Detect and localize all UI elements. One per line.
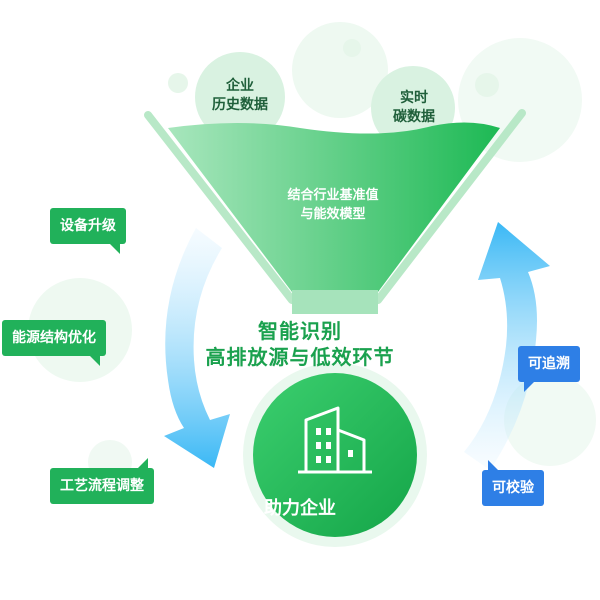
funnel-text: 结合行业基准值 与能效模型 <box>258 186 408 224</box>
bubble-left-line1: 企业 <box>226 78 254 94</box>
bubble-left <box>195 52 285 142</box>
funnel-edge-left <box>144 111 296 304</box>
decor-circle <box>168 73 188 93</box>
building-icon <box>298 406 372 474</box>
arrow-left-down <box>164 228 230 468</box>
tag-energy-structure: 能源结构优化 <box>2 320 106 366</box>
decor-circle <box>504 374 596 466</box>
funnel-body <box>168 122 500 292</box>
funnel-line2: 与能效模型 <box>300 207 366 222</box>
center-label: 助力企业 <box>264 498 336 519</box>
funnel-line1: 结合行业基准值 <box>287 188 379 203</box>
tag-process-adjustment: 工艺流程调整 <box>50 458 154 504</box>
bubble-left-text: 企业 历史数据 <box>196 77 284 115</box>
bubble-left-line2: 历史数据 <box>212 97 268 113</box>
decor-circle <box>475 73 499 97</box>
bubble-right-text: 实时 碳数据 <box>372 89 456 127</box>
headline-line1: 智能识别 <box>258 319 342 343</box>
center-circle <box>253 373 417 537</box>
decor-circle <box>292 22 388 118</box>
headline-line2: 高排放源与低效环节 <box>205 345 395 369</box>
tag-equipment-upgrade: 设备升级 <box>50 208 126 254</box>
bubble-right-line2: 碳数据 <box>393 109 435 125</box>
headline: 智能识别 高排放源与低效环节 <box>200 318 400 370</box>
funnel-edge-right <box>374 109 526 304</box>
funnel-neck <box>292 290 378 314</box>
arrow-right-up <box>464 222 550 470</box>
bubble-right-line1: 实时 <box>400 90 428 106</box>
tag-verifiable: 可校验 <box>482 460 544 506</box>
tag-traceable: 可追溯 <box>518 346 580 392</box>
decor-circle <box>343 39 361 57</box>
